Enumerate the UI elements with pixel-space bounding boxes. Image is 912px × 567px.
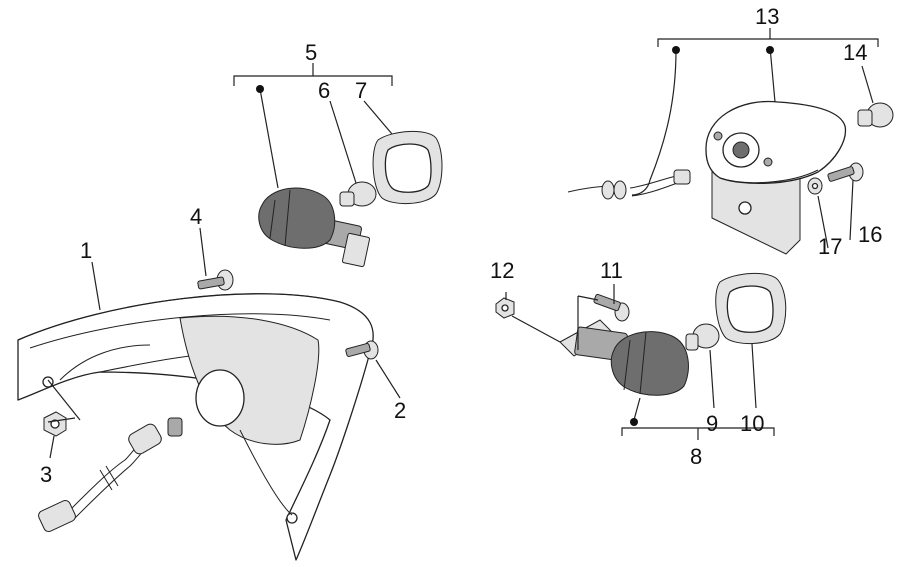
callout-14: 14 [843,40,867,65]
callout-9: 9 [706,411,718,436]
license-plate-light [705,100,847,255]
callout-7: 7 [355,78,367,103]
bulb-6 [339,181,377,207]
turn-signal-front [258,187,371,268]
screw-16 [827,162,864,182]
callout-labels: 1 2 3 4 5 6 7 8 9 10 11 12 13 14 16 17 [40,4,882,487]
nut-12 [495,297,515,319]
callout-1: 1 [80,238,92,263]
plate-light-wiring [567,169,691,200]
callout-5: 5 [305,40,317,65]
bulb-9 [685,323,720,351]
callout-4: 4 [190,204,202,229]
tail-light-housing [17,293,374,561]
leader-lines [47,28,879,459]
callout-11: 11 [600,258,623,283]
callout-17: 17 [818,234,842,259]
housing-wiring [38,417,183,533]
nut-3 [43,411,67,437]
callout-6: 6 [318,78,330,103]
lens-7 [372,130,443,204]
callout-13: 13 [755,4,779,29]
turn-signal-rear [559,319,689,396]
screw-4 [197,269,234,291]
callout-10: 10 [740,411,764,436]
callout-2: 2 [394,398,406,423]
leader-dots [256,46,774,426]
callout-16: 16 [858,222,882,247]
callout-12: 12 [490,258,514,283]
lens-10 [715,272,787,344]
washer-17 [807,177,823,195]
callout-3: 3 [40,462,52,487]
callout-8: 8 [690,444,702,469]
bulb-14 [857,102,894,128]
screw-11 [593,293,630,322]
screw-2 [345,340,379,360]
